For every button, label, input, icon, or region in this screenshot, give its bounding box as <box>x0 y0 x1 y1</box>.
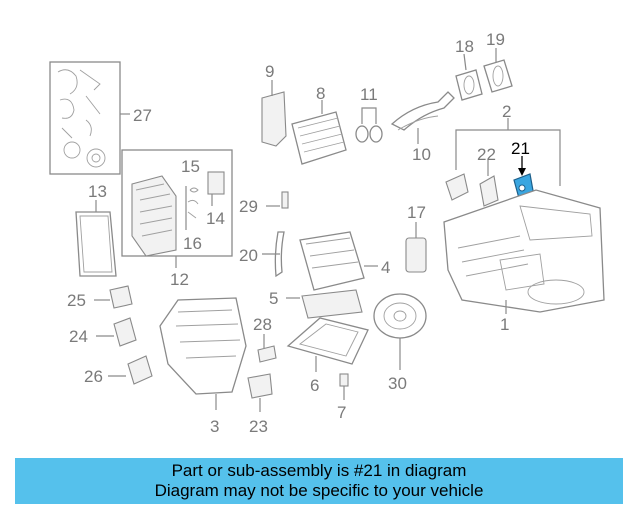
callout-22: 22 <box>477 145 496 164</box>
callout-25: 25 <box>67 291 86 310</box>
callout-24: 24 <box>69 327 88 346</box>
parts-diagram: 27 13 15 14 16 12 9 8 11 <box>49 30 605 436</box>
part-25-bracket <box>94 285 133 309</box>
callout-8: 8 <box>316 84 325 103</box>
info-banner: Part or sub-assembly is #21 in diagram D… <box>15 458 623 504</box>
callout-20: 20 <box>239 246 258 265</box>
part-29-bolt <box>266 191 289 209</box>
part-8-heater-core <box>291 100 347 165</box>
callout-12: 12 <box>170 270 189 289</box>
callout-19: 19 <box>486 30 505 49</box>
callout-18: 18 <box>455 37 474 56</box>
callout-6: 6 <box>310 376 319 395</box>
callout-15: 15 <box>181 157 200 176</box>
part-2-component <box>445 173 469 201</box>
callout-11: 11 <box>360 85 378 104</box>
callout-28: 28 <box>253 315 272 334</box>
callout-17: 17 <box>407 203 426 222</box>
callout-5: 5 <box>269 289 278 308</box>
callout-2-leader <box>455 118 561 186</box>
banner-line-2: Diagram may not be specific to your vehi… <box>154 481 484 500</box>
part-30-blower-motor <box>373 293 427 370</box>
callout-23: 23 <box>249 417 268 436</box>
part-9-duct <box>261 80 287 147</box>
part-18-gasket <box>455 53 483 101</box>
part-4-filter-housing <box>299 231 378 291</box>
callout-10: 10 <box>412 145 431 164</box>
callout-13: 13 <box>88 182 107 201</box>
part-22-actuator <box>479 160 499 207</box>
part-7-clip <box>339 373 349 400</box>
part-26-bracket <box>108 355 153 385</box>
part-5-seal <box>286 289 363 319</box>
callout-29: 29 <box>239 197 258 216</box>
callout-7: 7 <box>337 403 346 422</box>
part-17-sensor <box>405 222 427 273</box>
part-12-evaporator-kit <box>121 149 233 268</box>
callout-1: 1 <box>500 315 509 334</box>
callout-2: 2 <box>502 102 511 121</box>
part-13-filter <box>75 200 117 277</box>
callout-9: 9 <box>265 62 274 81</box>
part-3-lower-housing <box>159 297 247 410</box>
part-11-o-rings <box>355 107 383 143</box>
callout-26: 26 <box>84 367 103 386</box>
part-20-hose <box>262 231 285 278</box>
callout-14: 14 <box>206 209 225 228</box>
part-24-bracket <box>96 317 137 347</box>
callout-4: 4 <box>381 258 390 277</box>
callout-27: 27 <box>133 106 152 125</box>
part-28-connector <box>257 334 277 363</box>
callout-16: 16 <box>183 234 202 253</box>
callout-21: 21 <box>511 139 530 158</box>
part-19-gasket <box>483 48 513 93</box>
banner-line-1: Part or sub-assembly is #21 in diagram <box>171 461 467 480</box>
callout-30: 30 <box>388 374 407 393</box>
part-27-bracket-kit <box>49 61 130 175</box>
part-6-cover <box>286 317 369 372</box>
part-10-pipes <box>390 91 455 144</box>
callout-3: 3 <box>210 417 219 436</box>
part-1-hvac-housing <box>443 189 605 314</box>
part-23-resistor <box>247 373 273 412</box>
